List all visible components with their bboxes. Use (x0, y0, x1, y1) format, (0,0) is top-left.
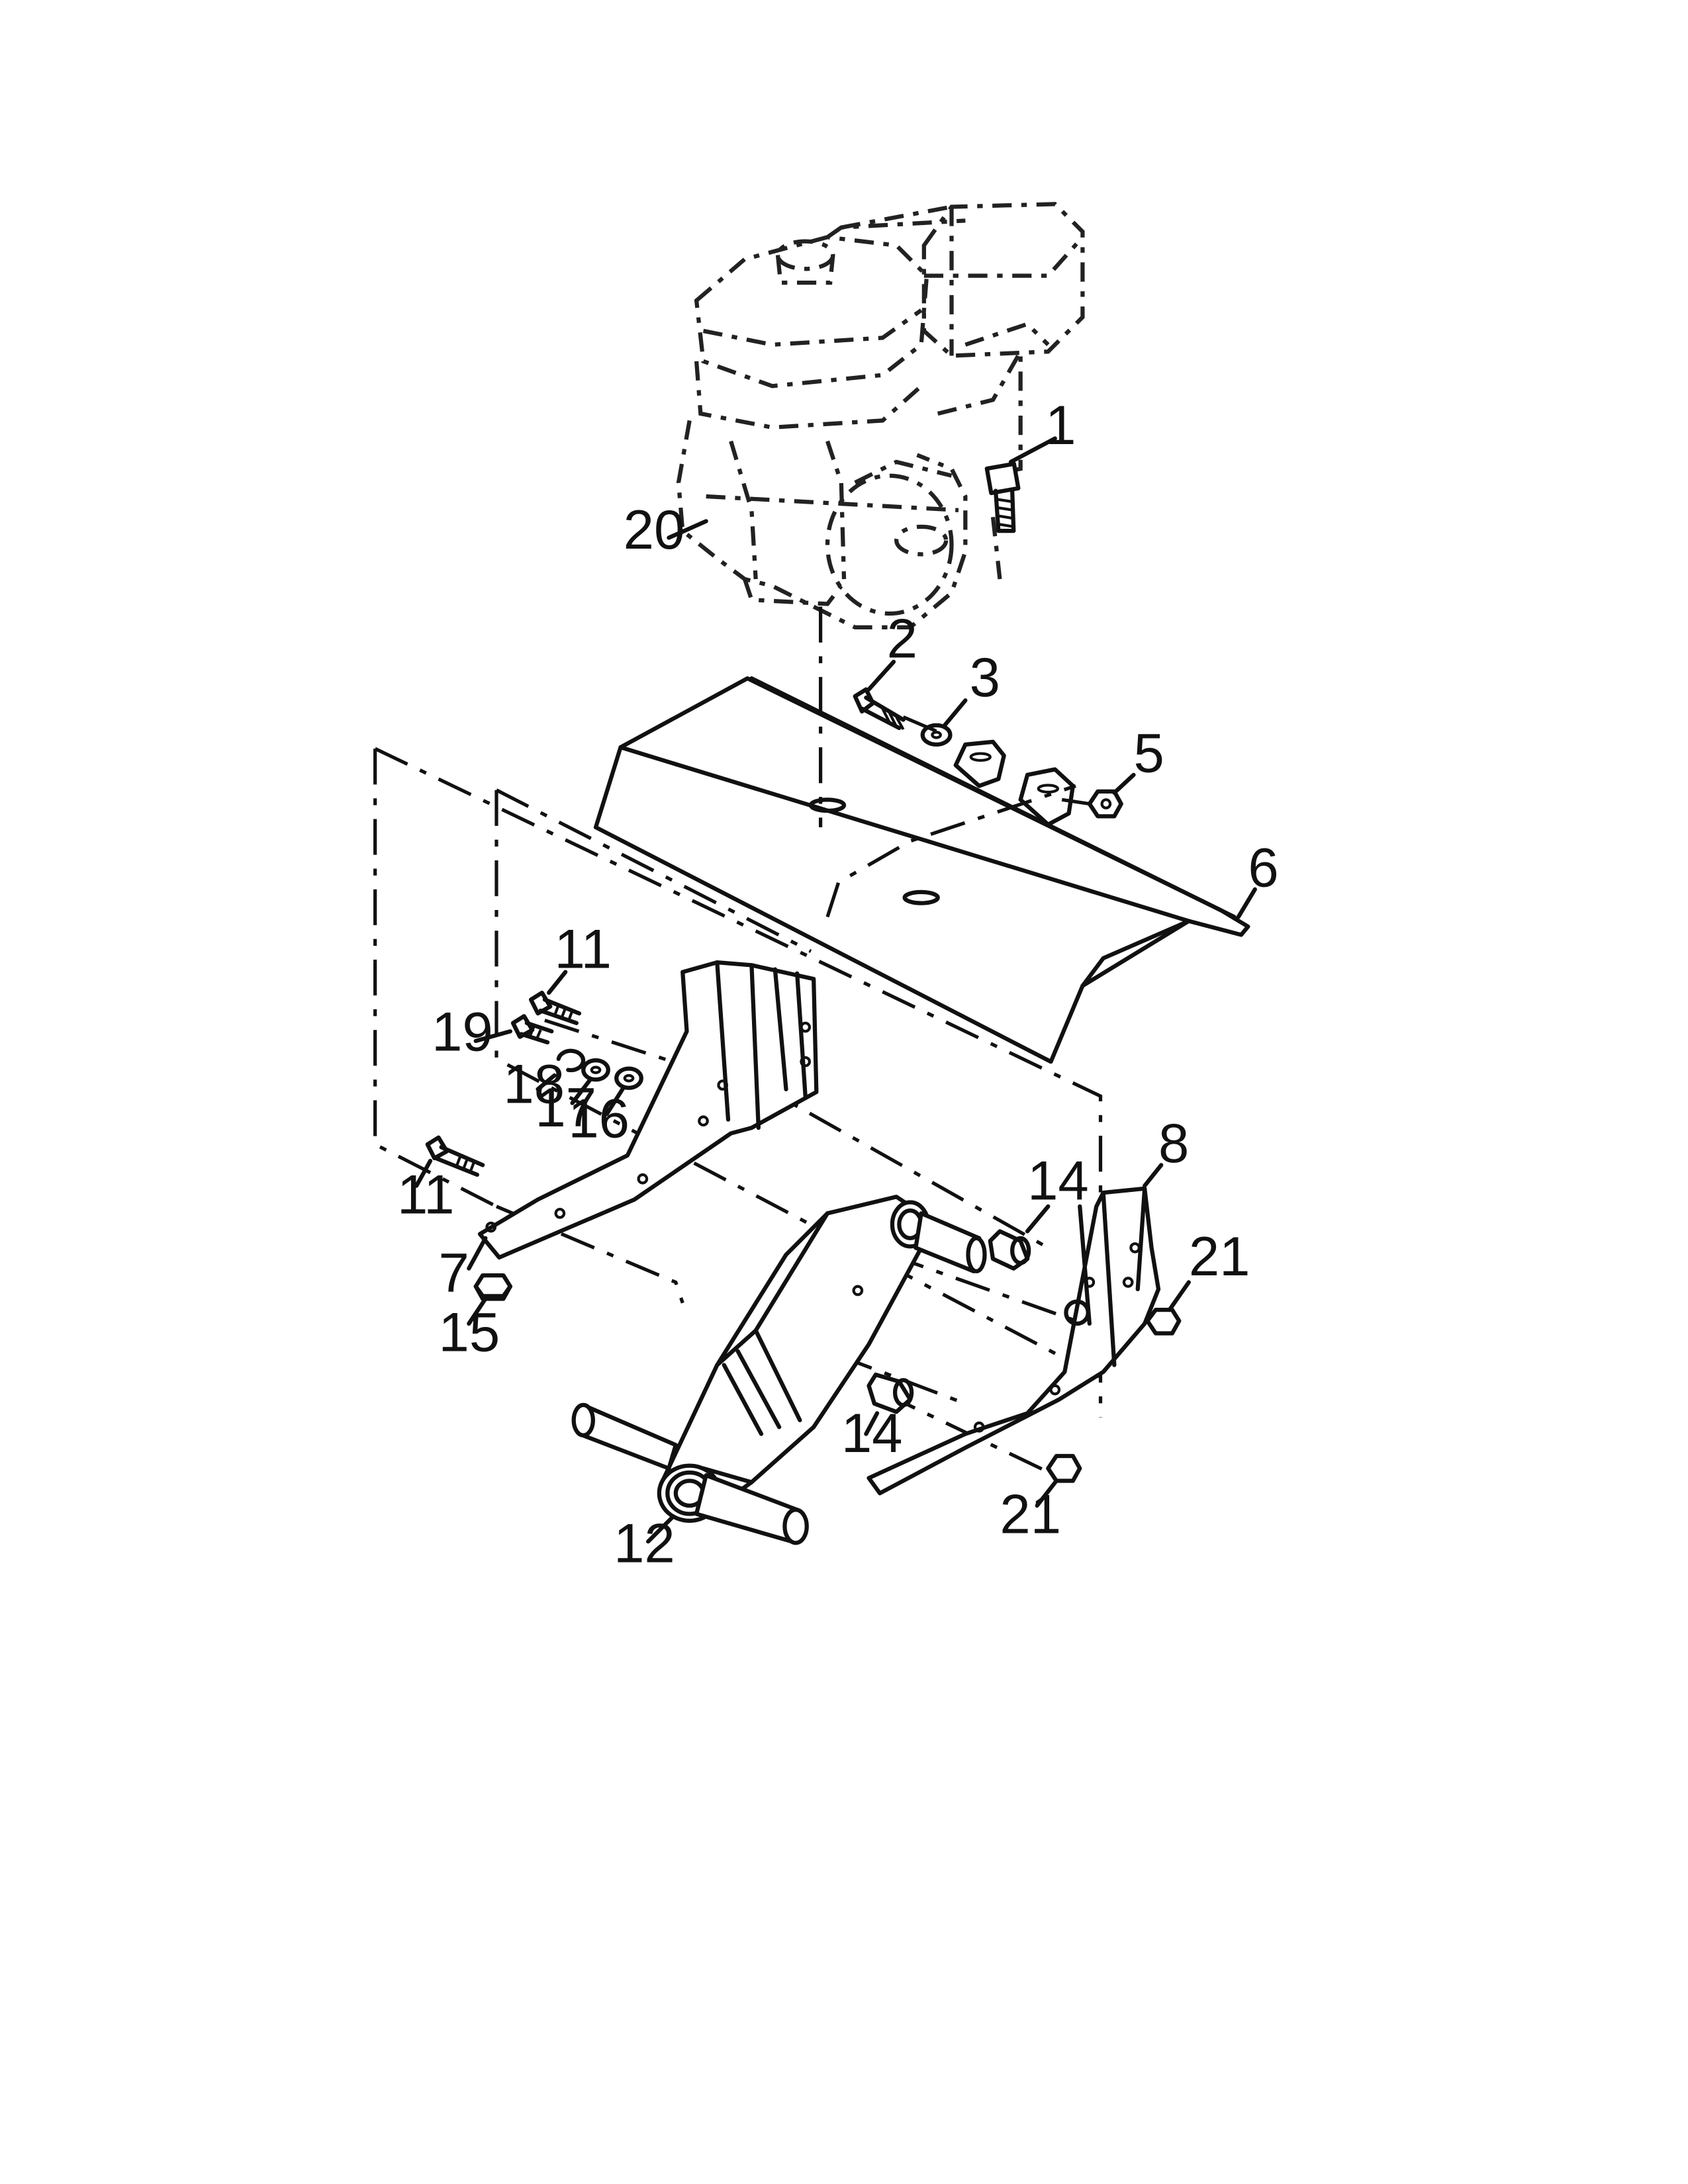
nut-21-upper (1145, 1280, 1191, 1336)
callout-11-upper: 11 (555, 919, 612, 980)
washer-3 (920, 698, 968, 747)
leader-20 (667, 519, 708, 540)
bolt-11-upper (528, 970, 582, 1025)
callout-19: 19 (432, 1001, 493, 1063)
spacer-14-lower (864, 1372, 914, 1436)
callout-7: 7 (439, 1242, 469, 1304)
callout-15: 15 (439, 1302, 500, 1363)
callout-14-lower: 14 (841, 1402, 903, 1464)
callout-3: 3 (970, 647, 1000, 708)
bolt-2 (853, 659, 906, 731)
callout-21-upper: 21 (1189, 1226, 1250, 1287)
callout-1: 1 (1045, 394, 1076, 456)
washer-17 (570, 1058, 610, 1105)
callout-8: 8 (1158, 1113, 1189, 1174)
washer-16 (604, 1066, 643, 1116)
nut-15 (467, 1273, 512, 1326)
lockwasher-18 (536, 1048, 586, 1091)
callout-2: 2 (887, 608, 917, 670)
callout-20: 20 (624, 499, 685, 561)
callout-21-lower: 21 (1000, 1484, 1061, 1545)
bolt-19 (473, 1014, 554, 1045)
callout-18: 18 (503, 1054, 565, 1115)
nut-5 (1087, 772, 1136, 819)
callout-6: 6 (1248, 837, 1278, 899)
callout-5: 5 (1134, 723, 1164, 784)
callout-11-lower: 11 (397, 1163, 455, 1225)
chaincase-12 (571, 1195, 987, 1545)
callout-12: 12 (614, 1512, 675, 1574)
callout-17: 17 (535, 1077, 596, 1138)
callout-16: 16 (568, 1088, 630, 1150)
left-bracket-7 (467, 960, 819, 1271)
right-bracket-8 (867, 1163, 1164, 1496)
callout-14-upper: 14 (1027, 1150, 1089, 1212)
nut-21-lower (1035, 1453, 1082, 1508)
engine-outline (676, 202, 1085, 630)
spacer-14-upper (988, 1204, 1051, 1271)
hex-bolt-1 (984, 436, 1057, 533)
bolt-11-lower (414, 1135, 485, 1188)
